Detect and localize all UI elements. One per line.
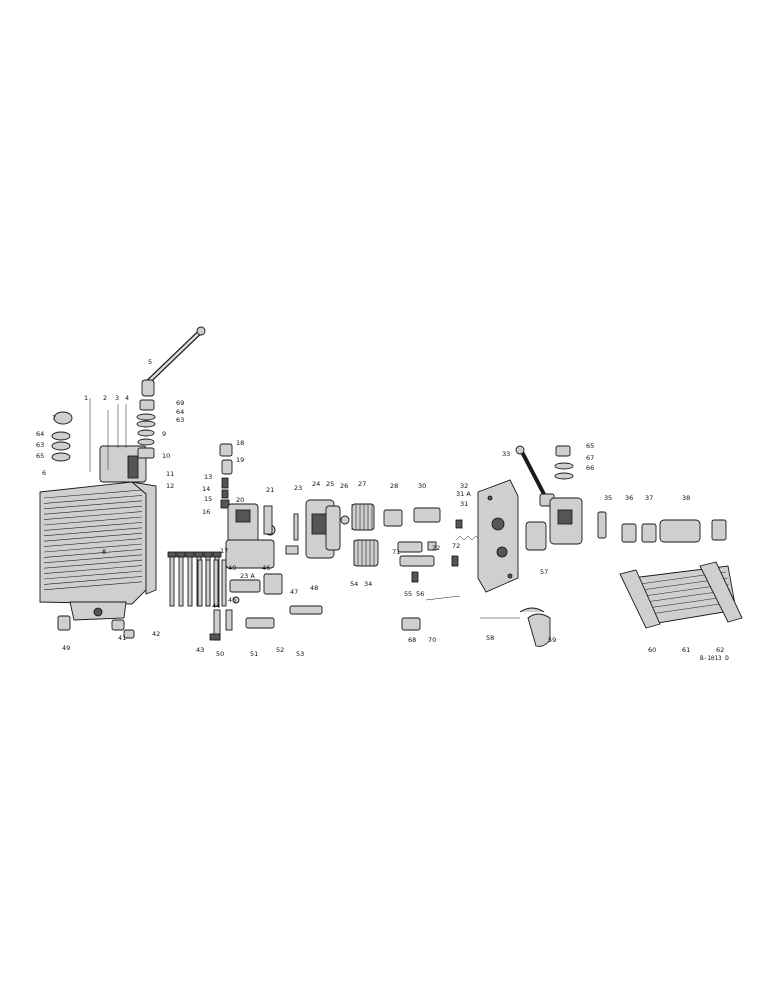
callout-label: 43 — [196, 646, 204, 654]
callout-label: 33 — [502, 450, 510, 458]
callout-label: 72 — [452, 542, 460, 550]
callout-label: 6 — [42, 469, 46, 477]
callout-label: 64 — [36, 430, 44, 438]
callout-label: 2 — [103, 394, 107, 402]
callout-label: 63 — [176, 416, 184, 424]
callout-label: 70 — [428, 636, 436, 644]
callout-label: 1 — [84, 394, 88, 402]
transmission-housing — [39, 481, 157, 621]
gear-housing — [305, 499, 341, 559]
housing-cover-parts — [51, 398, 147, 483]
callout-label: 57 — [540, 568, 548, 576]
callout-label: 34 — [364, 580, 372, 588]
shift-lever — [141, 326, 206, 397]
washers-65-67 — [554, 445, 574, 480]
callout-label: 62 — [716, 646, 724, 654]
callout-label: 22 — [432, 544, 440, 552]
callout-label: 27 — [358, 480, 366, 488]
washer-stack — [136, 399, 156, 459]
diagram-reference-code: B-1013 D — [700, 655, 729, 662]
fittings-13-20 — [219, 443, 236, 515]
callout-label: 67 — [586, 454, 594, 462]
callout-label: 64 — [176, 408, 184, 416]
callout-label: 23 A — [240, 572, 255, 580]
callout-label: 17 — [220, 547, 228, 555]
callout-label: 38 — [682, 494, 690, 502]
callout-label: 50 — [216, 650, 224, 658]
callout-label: 13 — [204, 473, 212, 481]
callout-label: 5 — [148, 358, 152, 366]
callout-label: 65 — [36, 452, 44, 460]
right-parts-35-38 — [597, 511, 727, 543]
callout-label: 66 — [586, 464, 594, 472]
callout-label: 45 — [228, 596, 236, 604]
callout-label: 37 — [645, 494, 653, 502]
callout-label: 30 — [418, 482, 426, 490]
lower-parts — [57, 573, 551, 647]
callout-label: 52 — [276, 646, 284, 654]
callout-label: 25 — [326, 480, 334, 488]
callout-label: 65 — [586, 442, 594, 450]
callout-label: 42 — [152, 630, 160, 638]
callout-label: 60 — [648, 646, 656, 654]
callout-label: 21 — [266, 486, 274, 494]
callout-label: 12 — [166, 482, 174, 490]
callout-label: 15 — [204, 495, 212, 503]
callout-label: 20 — [236, 496, 244, 504]
callout-label: 31 A — [456, 490, 471, 498]
callout-label: 16 — [202, 508, 210, 516]
callout-label: 63 — [36, 441, 44, 449]
cover-plate — [477, 479, 519, 593]
oil-pan — [619, 561, 743, 629]
callout-label: 4 — [125, 394, 129, 402]
callout-label: 55 — [404, 590, 412, 598]
callout-label: 36 — [625, 494, 633, 502]
callout-label: 14 — [202, 485, 210, 493]
callout-label: 71 — [392, 548, 400, 556]
callout-label: 41 — [118, 634, 126, 642]
callout-label: 68 — [408, 636, 416, 644]
callout-label: 69 — [176, 399, 184, 407]
callout-label: 56 — [416, 590, 424, 598]
callout-label: 26 — [340, 482, 348, 490]
callout-label: 35 — [604, 494, 612, 502]
callout-label: 54 — [350, 580, 358, 588]
callout-label: 23 — [294, 484, 302, 492]
callout-label: 10 — [162, 452, 170, 460]
callout-label: 53 — [296, 650, 304, 658]
spring — [455, 519, 481, 541]
shafts-21-23 — [263, 505, 299, 555]
callout-label: 19 — [236, 456, 244, 464]
gear-set — [340, 503, 379, 567]
callout-label: 28 — [390, 482, 398, 490]
sleeves-28-30 — [383, 507, 441, 527]
callout-label: 18 — [236, 439, 244, 447]
callout-label: 31 — [460, 500, 468, 508]
callout-label: 59 — [548, 636, 556, 644]
valve-block — [525, 497, 583, 551]
callout-label: 11 — [166, 470, 174, 478]
bolt-set — [167, 551, 227, 607]
callout-label: 3 — [115, 394, 119, 402]
callout-label: 9 — [162, 430, 166, 438]
shift-arm — [515, 445, 555, 507]
callout-label: 46 — [262, 564, 270, 572]
callout-label: 51 — [250, 650, 258, 658]
callout-label: 61 — [682, 646, 690, 654]
callout-label: 44 — [212, 602, 220, 610]
shafts-71-55 — [397, 541, 459, 583]
callout-label: 48 — [310, 584, 318, 592]
callout-label: 49 — [62, 644, 70, 652]
callout-label: 58 — [486, 634, 494, 642]
callout-label: 8 — [102, 548, 106, 556]
callout-label: 47 — [290, 588, 298, 596]
callout-label: 40 — [228, 564, 236, 572]
callout-label: 7 — [52, 414, 56, 422]
callout-label: 24 — [312, 480, 320, 488]
callout-label: 32 — [460, 482, 468, 490]
